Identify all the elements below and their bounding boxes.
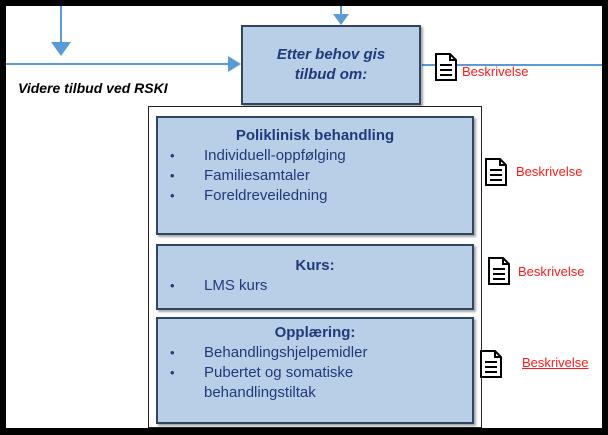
bullet-icon: •	[170, 148, 175, 163]
down-arrowhead-top	[333, 14, 349, 25]
down-arrowhead-left	[51, 42, 71, 56]
list-item: •Foreldreveiledning	[170, 187, 328, 204]
bullet-icon: •	[170, 278, 175, 293]
bullet-icon: •	[170, 168, 175, 183]
offer-box-line-2: tilbud om:	[294, 66, 368, 83]
section-list: •LMS kurs	[158, 276, 472, 296]
document-icon[interactable]	[484, 157, 508, 187]
document-icon[interactable]	[479, 349, 503, 379]
bullet-icon: •	[170, 188, 175, 203]
description-link[interactable]: Beskrivelse	[518, 264, 585, 279]
section-list: •Behandlingshjelpemidler •Pubertet og so…	[158, 343, 472, 403]
offer-box: Etter behov gis tilbud om:	[241, 25, 421, 105]
rski-label: Videre tilbud ved RSKI	[18, 80, 168, 96]
bullet-icon: •	[170, 345, 175, 360]
description-link[interactable]: Beskrivelse	[522, 355, 589, 370]
document-icon[interactable]	[487, 256, 511, 286]
list-item: •Behandlingshjelpemidler	[170, 344, 368, 361]
list-item: behandlingstiltak	[204, 384, 316, 401]
list-item: •LMS kurs	[170, 277, 268, 294]
bullet-icon: •	[170, 365, 175, 380]
section-list: •Individuell-oppfølging •Familiesamtaler…	[158, 146, 472, 206]
section-title: Poliklinisk behandling	[235, 127, 395, 144]
document-icon[interactable]	[434, 52, 458, 82]
right-arrowhead-to-offer-box	[228, 56, 241, 72]
list-item: •Familiesamtaler	[170, 167, 310, 184]
section-title: Kurs:	[295, 257, 335, 274]
section-poliklinisk-behandling: Poliklinisk behandling •Individuell-oppf…	[156, 116, 474, 235]
list-item: •Pubertet og somatiske	[170, 364, 354, 381]
section-title: Opplæring:	[274, 324, 356, 341]
offer-box-line-1: Etter behov gis	[276, 46, 386, 63]
section-opplaering: Opplæring: •Behandlingshjelpemidler •Pub…	[156, 317, 474, 424]
section-kurs: Kurs: •LMS kurs	[156, 244, 474, 310]
list-item: •Individuell-oppfølging	[170, 147, 346, 164]
description-link[interactable]: Beskrivelse	[462, 64, 529, 79]
diagram-canvas: Etter behov gis tilbud om: Videre tilbud…	[6, 6, 602, 428]
description-link[interactable]: Beskrivelse	[516, 164, 583, 179]
